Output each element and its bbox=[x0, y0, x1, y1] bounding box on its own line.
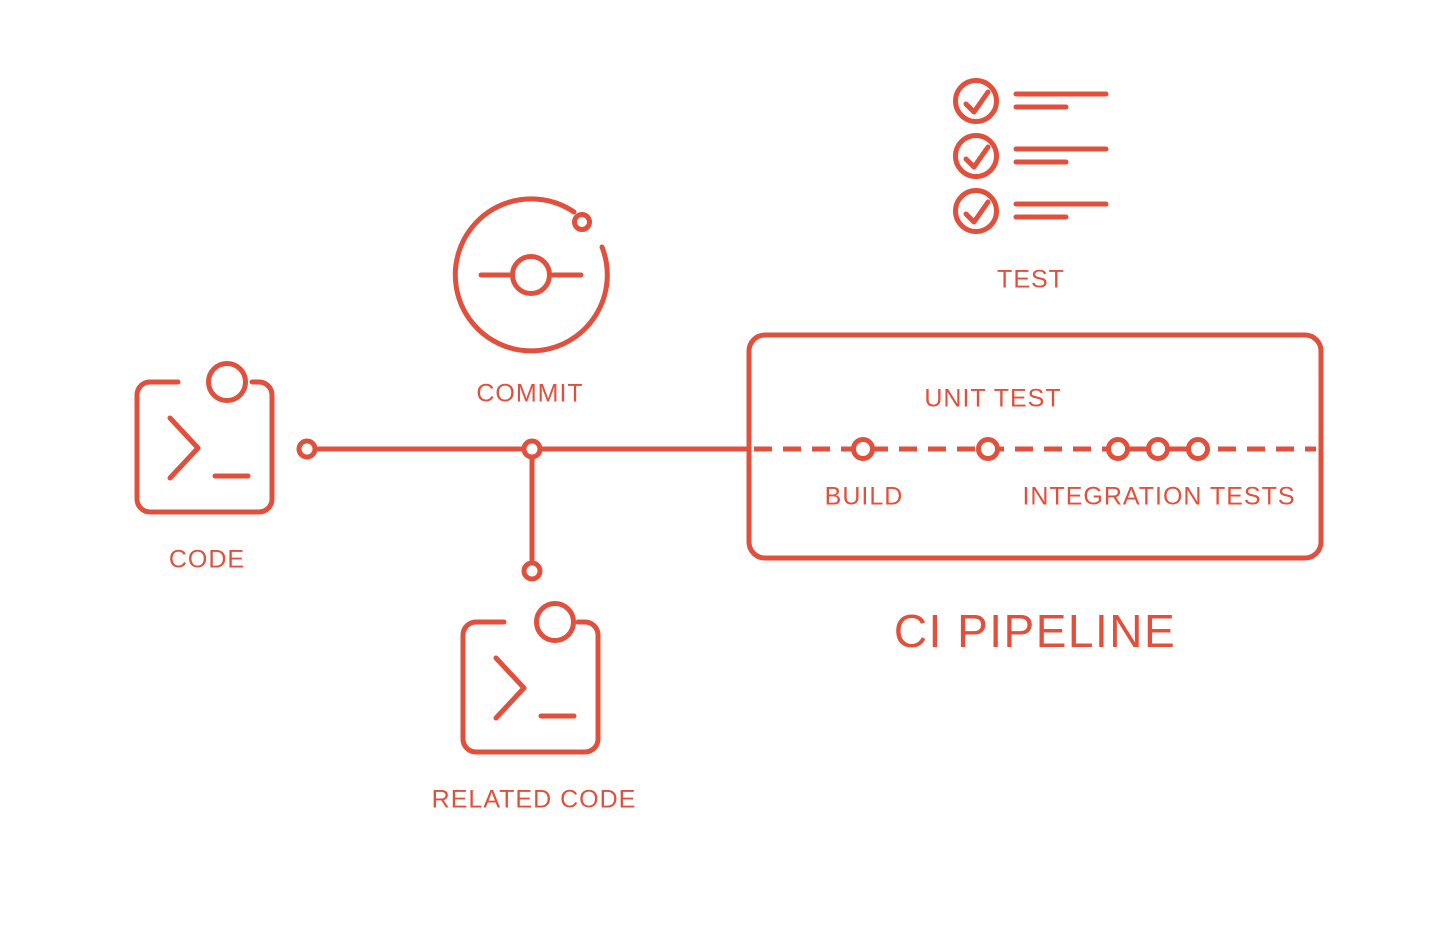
prompt-chevron bbox=[493, 655, 527, 721]
terminal-code-icon bbox=[460, 601, 601, 755]
branch-end-node bbox=[521, 560, 543, 582]
check-icon bbox=[963, 144, 991, 170]
checklist-row bbox=[953, 188, 1109, 234]
build-label: BUILD bbox=[824, 482, 904, 511]
checklist-row bbox=[953, 78, 1109, 124]
test-label: TEST bbox=[997, 265, 1065, 294]
check-icon bbox=[963, 199, 991, 225]
ci-pipeline-box bbox=[746, 332, 1324, 561]
checklist-row bbox=[953, 133, 1109, 179]
checklist-icon bbox=[953, 78, 1109, 234]
orbit-dot bbox=[572, 212, 592, 232]
pipeline-node-build bbox=[851, 437, 875, 461]
unit-test-label: UNIT TEST bbox=[924, 384, 1062, 413]
pipeline-title: CI PIPELINE bbox=[893, 605, 1177, 657]
branch-start-node bbox=[296, 438, 318, 460]
integration-tests-label: INTEGRATION TESTS bbox=[1022, 482, 1296, 511]
pin-circle bbox=[206, 361, 248, 403]
pin-circle bbox=[534, 601, 576, 643]
prompt-chevron bbox=[167, 415, 201, 481]
pipeline-node-unit-test bbox=[976, 437, 1000, 461]
git-commit-icon bbox=[452, 196, 610, 354]
pipeline-node-integration-1 bbox=[1106, 437, 1130, 461]
commit-label: COMMIT bbox=[476, 379, 584, 408]
terminal-code-icon bbox=[134, 361, 275, 515]
commit-node bbox=[510, 254, 552, 296]
pipeline-node-integration-3 bbox=[1186, 437, 1210, 461]
pipeline-node-integration-2 bbox=[1146, 437, 1170, 461]
related-code-label: RELATED CODE bbox=[431, 785, 637, 814]
check-icon bbox=[963, 89, 991, 115]
branch-line bbox=[296, 438, 751, 582]
code-label: CODE bbox=[168, 545, 246, 574]
branch-junction-node bbox=[521, 438, 543, 460]
